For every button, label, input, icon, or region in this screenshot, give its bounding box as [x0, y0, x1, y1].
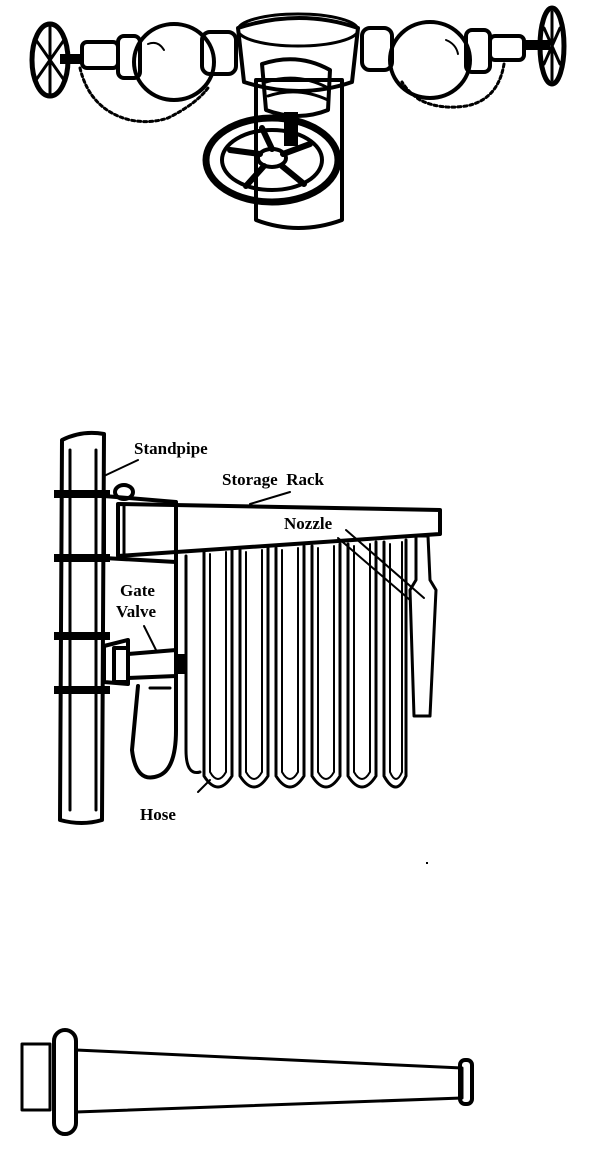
label-gate: Gate — [120, 581, 155, 600]
label-hose: Hose — [140, 805, 176, 824]
nozzle-figure — [0, 1010, 591, 1153]
label-valve: Valve — [116, 602, 156, 621]
label-nozzle: Nozzle — [284, 514, 333, 533]
siamese-fire-department-connection-icon — [32, 8, 564, 228]
hose-rack-figure: Standpipe Storage Rack Nozzle Gate Valve… — [0, 410, 591, 880]
siamese-connection-figure — [0, 0, 591, 240]
hose-nozzle-icon — [22, 1030, 472, 1134]
label-storage-rack: Storage Rack — [222, 470, 325, 489]
label-standpipe: Standpipe — [134, 439, 208, 458]
